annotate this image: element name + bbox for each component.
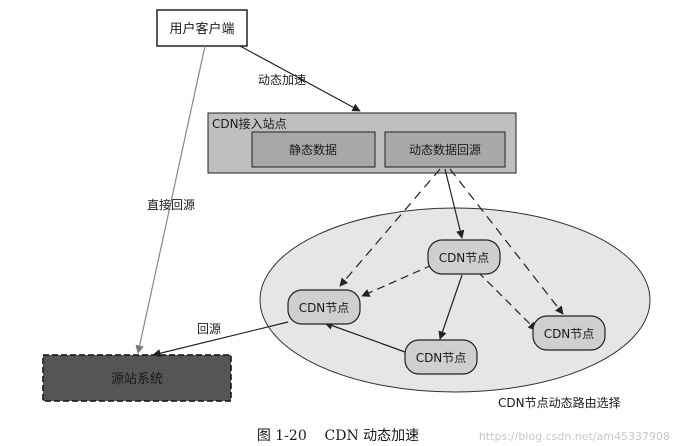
routing-region-label: CDN节点动态路由选择 bbox=[498, 395, 621, 410]
client-label: 用户客户端 bbox=[169, 21, 234, 37]
edge-dynamic-accel-label: 动态加速 bbox=[258, 73, 306, 87]
cdn-node-top-label: CDN节点 bbox=[439, 251, 490, 265]
origin-box bbox=[42, 354, 232, 402]
figure-caption: 图 1-20 CDN 动态加速 bbox=[257, 428, 419, 444]
static-data-box bbox=[251, 131, 376, 168]
cdn-node-left-label: CDN节点 bbox=[299, 301, 350, 315]
edge-top-to-right-dashed bbox=[477, 271, 537, 331]
edge-top-to-bottom bbox=[438, 274, 463, 340]
cdn-node-right bbox=[532, 315, 606, 351]
edge-node-to-origin bbox=[152, 321, 289, 358]
edge-return-source-label: 回源 bbox=[197, 322, 221, 336]
edge-direct-return-label: 直接回源 bbox=[147, 197, 195, 212]
edge-return-to-left-node-dashed bbox=[339, 168, 441, 287]
watermark: https://blog.csdn.net/am45337908 bbox=[479, 430, 670, 443]
edge-client-to-access bbox=[239, 45, 361, 112]
cdn-node-top bbox=[427, 239, 501, 275]
dynamic-return-box bbox=[384, 131, 506, 168]
cdn-node-bottom bbox=[404, 339, 478, 375]
edge-return-to-top-node bbox=[444, 168, 465, 239]
client-box bbox=[156, 9, 248, 47]
edge-return-to-right-node-dashed bbox=[449, 168, 564, 315]
cdn-node-bottom-label: CDN节点 bbox=[416, 351, 467, 365]
cdn-node-right-label: CDN节点 bbox=[544, 327, 595, 341]
static-data-label: 静态数据 bbox=[289, 142, 337, 157]
origin-label: 源站系统 bbox=[111, 372, 163, 387]
cdn-node-left bbox=[287, 289, 361, 325]
dynamic-return-label: 动态数据回源 bbox=[409, 142, 481, 157]
edge-client-to-origin bbox=[135, 45, 206, 354]
cdn-access-label: CDN接入站点 bbox=[212, 116, 287, 131]
edge-bottom-to-left bbox=[324, 321, 406, 353]
